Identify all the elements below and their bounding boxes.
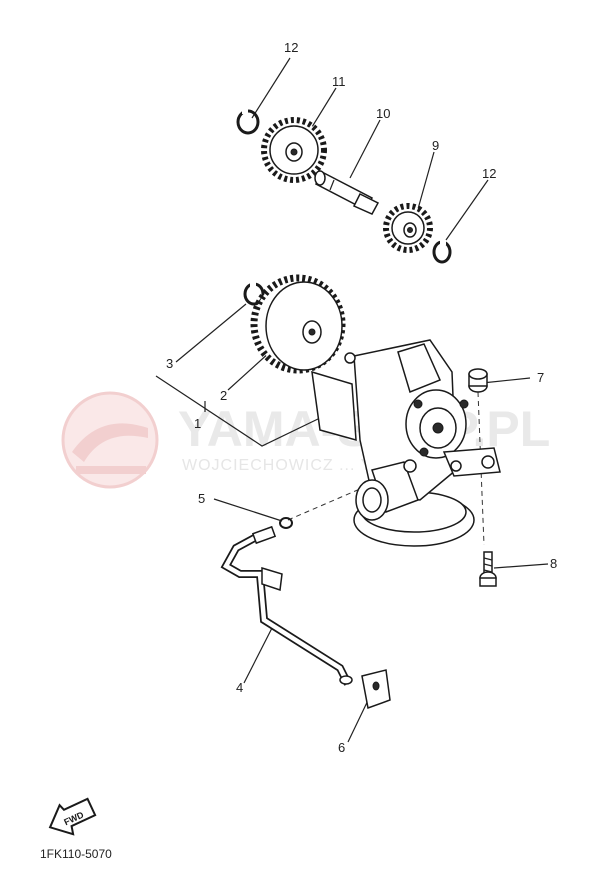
callout-numbers: 12 11 10 9 12 3 2 1 5 4 6 7 8 [166, 40, 557, 755]
callout-12-top: 12 [284, 40, 298, 55]
fwd-arrow-icon: FWD [48, 797, 97, 836]
callout-4: 4 [236, 680, 243, 695]
callout-7: 7 [537, 370, 544, 385]
callout-10: 10 [376, 106, 390, 121]
diagram-code: 1FK110-5070 [40, 847, 112, 861]
callout-12-right: 12 [482, 166, 496, 181]
circlip-3 [243, 282, 265, 306]
circlip-12-right [432, 240, 452, 264]
callout-5: 5 [198, 491, 205, 506]
gear-11 [261, 117, 327, 183]
o-ring-5 [279, 517, 293, 529]
callout-11: 11 [332, 74, 346, 89]
circlip-12-top [236, 108, 260, 135]
callout-9: 9 [432, 138, 439, 153]
gear-9 [383, 203, 433, 253]
callout-6: 6 [338, 740, 345, 755]
dowel-7 [468, 368, 488, 393]
clamp-6 [361, 669, 391, 710]
oil-pump-assembly [311, 339, 501, 547]
oil-pipe-4 [220, 525, 353, 686]
callout-1: 1 [194, 416, 201, 431]
callout-2: 2 [220, 388, 227, 403]
bolt-8 [479, 551, 497, 587]
watermark-logo [61, 391, 159, 489]
gear-2 [250, 274, 346, 374]
callout-3: 3 [166, 356, 173, 371]
callout-8: 8 [550, 556, 557, 571]
shaft-10 [314, 170, 380, 215]
